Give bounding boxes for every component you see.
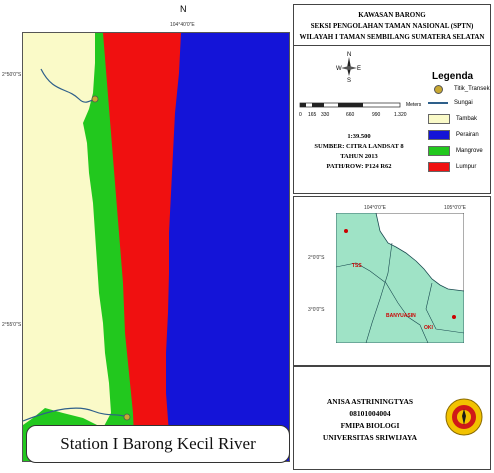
legend-item-lumpur: Lumpur <box>428 161 476 173</box>
svg-text:N: N <box>347 52 351 58</box>
title-line-2: SEKSI PENGOLAHAN TAMAN NASIONAL (SPTN) <box>310 22 474 30</box>
title-line-1: KAWASAN BARONG <box>358 11 426 19</box>
inset-boundary <box>336 262 429 343</box>
inset-map-panel: 104°0'0"E 105°0'0"E 2°0'0"S 3°0'0"S TSS … <box>293 196 491 366</box>
lumpur-area <box>101 33 181 461</box>
legend-item-mangrove: Mangrove <box>428 145 483 157</box>
inset-label-banyuasin: BANYUASIN <box>386 313 416 319</box>
legend-item-sungai: Sungai <box>428 97 473 109</box>
legend-label: Tambak <box>456 116 478 122</box>
university-logo-icon <box>445 398 483 436</box>
inset-lat-2: 3°0'0"S <box>308 307 325 313</box>
inset-land <box>336 213 464 343</box>
sungai-line <box>40 68 96 103</box>
titik-transek-icon <box>428 84 448 94</box>
legend-item-perairan: Perairan <box>428 129 479 141</box>
legend-label: Mangrove <box>456 148 483 154</box>
scale-unit: Meters <box>406 102 422 108</box>
map-path-row-text: PATH/ROW: P124 R62 <box>326 163 392 170</box>
map-year-text: TAHUN 2013 <box>340 153 378 160</box>
inset-label-tss: TSS <box>352 263 362 269</box>
legend-title: Legenda <box>432 71 474 82</box>
author-name: ANISA ASTRININGTYAS <box>326 397 414 406</box>
left-latitude-bottom-label: 2°55'0"S <box>2 322 22 328</box>
legend-item-tambak: Tambak <box>428 113 477 125</box>
compass-rose-icon: N W E S <box>336 52 361 83</box>
author-university: UNIVERSITAS SRIWIJAYA <box>322 433 418 442</box>
svg-text:S: S <box>347 78 351 83</box>
title-legend-panel: KAWASAN BARONG SEKSI PENGOLAHAN TAMAN NA… <box>293 4 491 194</box>
main-map <box>22 32 290 462</box>
tambak-swatch <box>428 114 450 124</box>
inset-location-marker <box>344 229 348 233</box>
scale-tick-990: 990 <box>372 112 381 118</box>
legend-label: Sungai <box>454 100 473 106</box>
sungai-icon <box>428 102 448 104</box>
main-map-svg <box>23 33 289 461</box>
inset-lat-1: 2°0'0"S <box>308 255 325 261</box>
titik-transek-point <box>123 413 131 421</box>
inset-lon-2: 105°0'0"E <box>444 205 466 211</box>
scale-tick-660: 660 <box>346 112 355 118</box>
scale-bar <box>299 102 401 108</box>
sungai-line <box>23 407 128 422</box>
svg-text:W: W <box>336 66 342 72</box>
titik-transek-point <box>91 95 99 103</box>
north-label: N <box>180 4 187 14</box>
map-title-box: KAWASAN BARONG SEKSI PENGOLAHAN TAMAN NA… <box>294 5 490 46</box>
map-scale-text: 1:39.500 <box>347 133 371 140</box>
legend-label: Lumpur <box>456 164 477 170</box>
inset-map-svg <box>336 213 464 343</box>
tambak-area <box>23 33 111 428</box>
legend-label: Titik_Transek <box>454 86 490 92</box>
scale-tick-1320: 1.320 <box>394 112 407 118</box>
title-line-3: WILAYAH I TAMAN SEMBILANG SUMATERA SELAT… <box>299 33 485 41</box>
author-panel: ANISA ASTRININGTYAS 08101004004 FMIPA BI… <box>293 366 491 470</box>
mangrove-swatch <box>428 146 450 156</box>
lumpur-swatch <box>428 162 450 172</box>
left-latitude-top-label: 2°50'0"S <box>2 72 22 78</box>
map-caption: Station I Barong Kecil River <box>26 425 290 463</box>
inset-boundary <box>425 282 464 334</box>
top-longitude-label: 104°40'0"E <box>170 22 195 28</box>
perairan-swatch <box>428 130 450 140</box>
map-source-text: SUMBER: CITRA LANDSAT 8 <box>314 143 404 150</box>
scale-tick-165: 165 <box>308 112 317 118</box>
inset-location-marker <box>452 315 456 319</box>
author-faculty: FMIPA BIOLOGI <box>340 421 400 430</box>
author-nim: 08101004004 <box>349 409 391 418</box>
svg-text:E: E <box>357 66 361 72</box>
perairan-area <box>173 33 289 461</box>
inset-boundary <box>365 242 393 343</box>
inset-lon-1: 104°0'0"E <box>364 205 386 211</box>
legend-label: Perairan <box>456 132 479 138</box>
legend-item-titik-transek: Titik_Transek <box>428 83 490 95</box>
scale-tick-330: 330 <box>321 112 330 118</box>
scale-tick-0: 0 <box>299 112 302 118</box>
inset-label-oki: OKI <box>424 325 433 331</box>
